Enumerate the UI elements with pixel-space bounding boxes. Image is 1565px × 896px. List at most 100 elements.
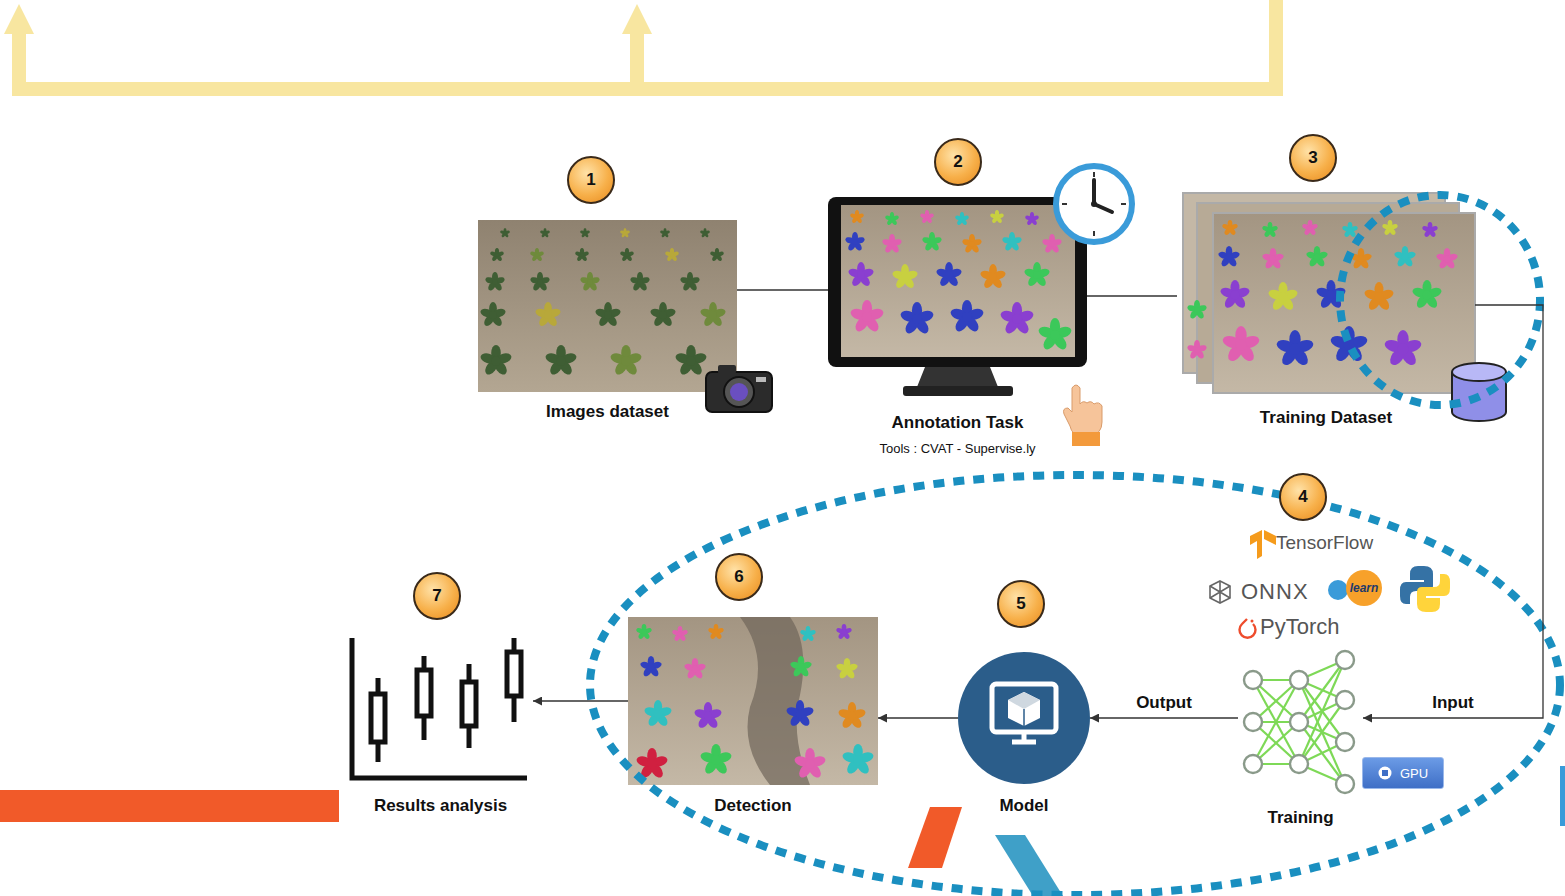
callout-number: 6 bbox=[715, 553, 763, 601]
monitor-illustration bbox=[885, 212, 900, 226]
detection-photo bbox=[836, 658, 859, 680]
callout-number: 7 bbox=[413, 572, 461, 620]
callout-number: 2 bbox=[953, 152, 962, 172]
dataset-stack bbox=[1383, 330, 1423, 368]
yellow-bracket bbox=[630, 30, 644, 89]
monitor-illustration bbox=[841, 205, 1075, 357]
dashed-region bbox=[590, 195, 1560, 895]
dataset-stack bbox=[1363, 282, 1394, 312]
field-photo bbox=[594, 302, 621, 328]
neural-network bbox=[1244, 671, 1262, 689]
monitor-illustration bbox=[962, 234, 983, 254]
connector-arrow bbox=[737, 289, 828, 290]
field-photo bbox=[478, 220, 737, 392]
detection-photo bbox=[643, 700, 672, 728]
field-photo bbox=[630, 272, 651, 292]
monitor-illustration bbox=[990, 210, 1005, 224]
monitor-illustration bbox=[899, 302, 934, 336]
field-photo bbox=[649, 302, 676, 328]
monitor-illustration bbox=[1042, 234, 1063, 254]
caption: Training Dataset bbox=[1260, 408, 1392, 428]
pytorch-icon bbox=[1240, 619, 1256, 638]
caption: Results analysis bbox=[374, 796, 507, 816]
dataset-stack bbox=[1221, 326, 1261, 364]
callout-number: 7 bbox=[432, 586, 441, 606]
results-box: Results analysis bbox=[348, 636, 533, 816]
clock-icon bbox=[1091, 201, 1097, 207]
hand-icon bbox=[1064, 385, 1103, 436]
monitor-illustration bbox=[903, 386, 1013, 396]
field-photo bbox=[575, 248, 590, 262]
dataset-stack bbox=[1329, 326, 1369, 364]
detection-photo bbox=[628, 617, 878, 785]
detection-photo bbox=[793, 748, 826, 780]
field-photo bbox=[500, 228, 510, 238]
bracket-arrowhead bbox=[4, 4, 34, 34]
clock-icon bbox=[1062, 203, 1067, 205]
clock-icon bbox=[1093, 231, 1095, 236]
field-photo bbox=[665, 248, 680, 262]
yellow-bracket bbox=[19, 0, 1276, 89]
callout-number: 3 bbox=[1289, 134, 1337, 182]
callout-number: 5 bbox=[1016, 594, 1025, 614]
detection-photo bbox=[800, 626, 817, 642]
dataset-stack bbox=[1218, 246, 1241, 268]
camera-icon bbox=[730, 383, 748, 401]
detection-photo bbox=[785, 700, 814, 728]
callout-number: 4 bbox=[1279, 473, 1327, 521]
dashed-region bbox=[1340, 195, 1540, 405]
monitor-illustration bbox=[917, 367, 998, 387]
monitor-illustration bbox=[922, 232, 943, 252]
connector-arrow bbox=[1087, 295, 1177, 296]
monitor-illustration bbox=[1025, 212, 1040, 226]
monitor-illustration bbox=[1002, 232, 1023, 252]
dataset-stack bbox=[1422, 222, 1439, 238]
detection-photo bbox=[636, 624, 653, 640]
field-photo bbox=[620, 248, 635, 262]
field-photo bbox=[680, 272, 701, 292]
field-photo bbox=[544, 345, 577, 377]
bracket-arrowhead bbox=[622, 4, 652, 34]
candlestick-chart bbox=[417, 670, 431, 716]
connector-arrow bbox=[878, 717, 958, 718]
callout-number: 5 bbox=[997, 580, 1045, 628]
field-photo bbox=[620, 228, 630, 238]
field-photo bbox=[479, 345, 512, 377]
dataset-box: Training Dataset bbox=[1177, 193, 1475, 428]
monitor-illustration bbox=[849, 300, 884, 334]
neural-network bbox=[1244, 713, 1262, 731]
dataset-stack bbox=[1436, 248, 1459, 270]
monitor-illustration bbox=[949, 300, 984, 334]
field-photo bbox=[540, 228, 550, 238]
field-photo bbox=[530, 248, 545, 262]
clock-icon bbox=[1093, 172, 1095, 177]
field-photo bbox=[660, 228, 670, 238]
connector-arrow bbox=[1363, 305, 1543, 718]
candlestick-chart bbox=[507, 652, 521, 696]
field-photo bbox=[479, 302, 506, 328]
gpu-chip-icon bbox=[1378, 767, 1391, 780]
candlestick-chart bbox=[352, 638, 527, 778]
neural-network bbox=[1299, 700, 1345, 764]
image-box: Images dataset bbox=[478, 220, 737, 422]
detection-photo bbox=[699, 744, 732, 776]
tensorflow-icon bbox=[1264, 530, 1276, 545]
detection-photo bbox=[640, 656, 663, 678]
gpu-chip-icon bbox=[1382, 770, 1388, 776]
camera-icon bbox=[724, 377, 754, 407]
monitor-illustration bbox=[828, 197, 1087, 367]
caption: Training bbox=[1267, 808, 1333, 828]
model-icon bbox=[958, 652, 1090, 784]
monitor-illustration bbox=[935, 262, 962, 288]
model-icon bbox=[1008, 692, 1040, 726]
detection-photo bbox=[790, 656, 813, 678]
hand-icon bbox=[1064, 385, 1103, 446]
bracket-arrowhead bbox=[4, 4, 652, 34]
neural-network bbox=[1244, 755, 1262, 773]
dashed-region bbox=[590, 475, 1560, 895]
monitor-illustration bbox=[955, 212, 970, 226]
connector-arrow bbox=[533, 700, 628, 701]
caption: Annotation Task bbox=[892, 413, 1024, 433]
camera-icon bbox=[706, 365, 772, 412]
clock-icon bbox=[1092, 180, 1096, 204]
